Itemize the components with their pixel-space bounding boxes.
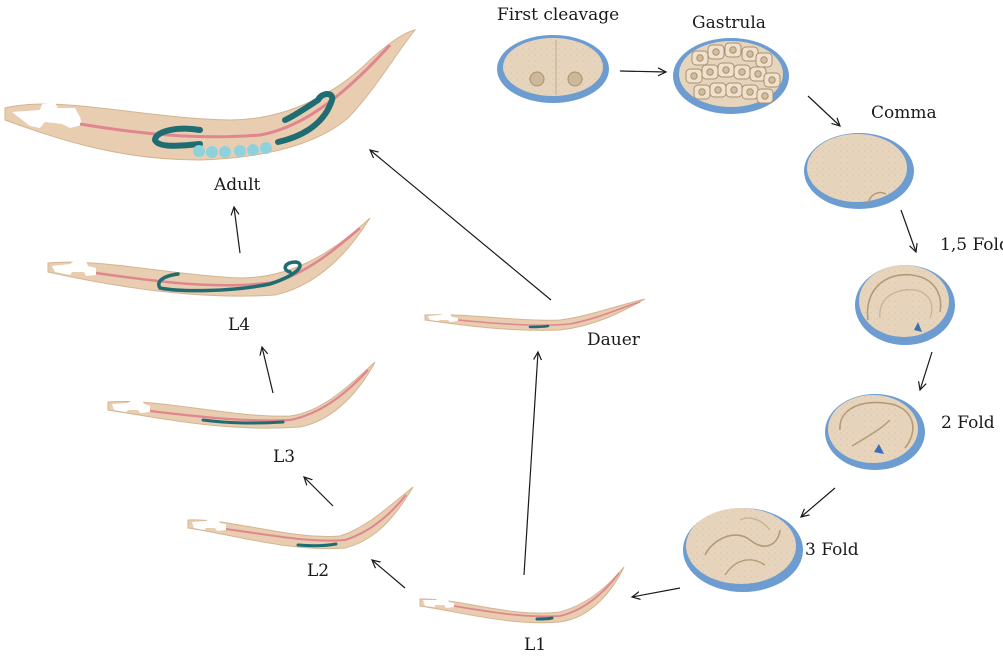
label-adult: Adult	[213, 175, 261, 195]
worm-l3: L3	[108, 362, 375, 467]
label-2-fold: 2 Fold	[941, 413, 995, 433]
arrow-l1-to-dauer	[524, 352, 538, 575]
label-gastrula: Gastrula	[692, 13, 766, 33]
arrow-l1-to-l2	[372, 560, 405, 588]
worm-l4: L4	[48, 218, 370, 335]
arrow-dauer-to-adult	[370, 150, 551, 300]
gastrula-cell-nucleus	[707, 69, 713, 75]
gastrula-cell-nucleus	[769, 77, 775, 83]
gastrula-cell-nucleus	[699, 89, 705, 95]
gastrula-cell-nucleus	[723, 67, 729, 73]
label-dauer: Dauer	[587, 330, 641, 350]
gastrula-cell-nucleus	[761, 57, 767, 63]
arrow-l4-to-adult	[234, 207, 240, 253]
label-l3: L3	[273, 447, 295, 467]
embryo-gastrula: Gastrula	[673, 13, 789, 114]
gastrula-cell-nucleus	[747, 89, 753, 95]
arrow-l3-to-l4	[262, 347, 273, 393]
worm-adult: Adult	[5, 30, 415, 195]
worm-l1: L1	[420, 567, 624, 655]
gastrula-cell-nucleus	[762, 93, 768, 99]
arrow-3-fold-to-l1	[632, 588, 680, 597]
embryo-2-fold: 2 Fold	[825, 394, 995, 470]
label-l2: L2	[307, 561, 329, 581]
label-3-fold: 3 Fold	[805, 540, 859, 560]
gastrula-cell-nucleus	[755, 71, 761, 77]
gastrula-cell-nucleus	[747, 51, 753, 57]
gastrula-cell-nucleus	[691, 73, 697, 79]
label-1-5-fold: 1,5 Fold	[940, 235, 1003, 255]
gastrula-cell-nucleus	[730, 47, 736, 53]
embryo-3-fold: 3 Fold	[683, 508, 859, 592]
gastrula-cell-nucleus	[731, 87, 737, 93]
embryo-1-5-fold: 1,5 Fold	[855, 235, 1003, 345]
embryo-first-cleavage: First cleavage	[497, 5, 619, 103]
arrow-1-5-fold-to-2-fold	[920, 352, 932, 390]
worm-dauer: Dauer	[425, 299, 645, 350]
label-l1: L1	[524, 635, 546, 655]
arrow-2-fold-to-3-fold	[801, 488, 835, 517]
arrow-gastrula-to-comma	[808, 96, 840, 126]
arrow-l2-to-l3	[304, 477, 333, 506]
label-l4: L4	[228, 315, 250, 335]
label-comma: Comma	[871, 103, 937, 123]
gastrula-cell-nucleus	[739, 69, 745, 75]
gastrula-cell-nucleus	[713, 49, 719, 55]
arrow-cleavage-to-gastrula	[620, 71, 666, 72]
embryo-comma: Comma	[804, 103, 937, 209]
gastrula-cell-nucleus	[715, 87, 721, 93]
gastrula-cell-nucleus	[697, 55, 703, 61]
arrow-comma-to-1-5-fold	[901, 210, 916, 252]
label-first-cleavage: First cleavage	[497, 5, 619, 25]
